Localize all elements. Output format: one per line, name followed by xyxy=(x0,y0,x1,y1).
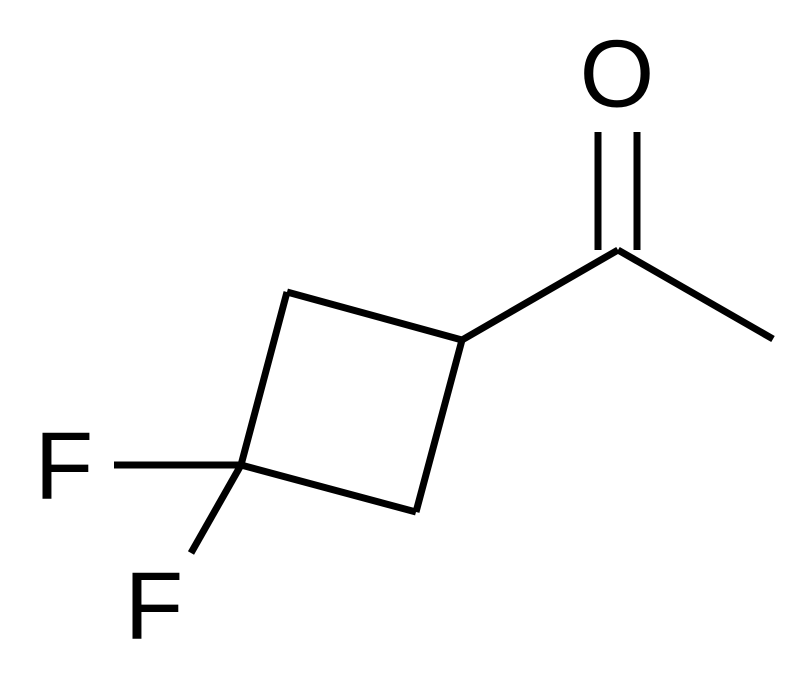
methyl-bond xyxy=(616,246,775,343)
ring-bond-bottom xyxy=(240,461,417,516)
oxygen-atom-label: O xyxy=(580,21,655,128)
ring-bond-right xyxy=(412,339,466,513)
ring-bond-left xyxy=(237,291,291,466)
c-f-bond-lower xyxy=(187,463,245,555)
fluorine-atom-label-lower: F xyxy=(125,553,184,660)
fluorine-atom-label-left: F xyxy=(35,413,94,520)
ring-to-carbonyl-bond xyxy=(460,246,620,344)
ring-bond-top xyxy=(286,288,463,344)
cyclobutane-ring xyxy=(237,288,466,516)
